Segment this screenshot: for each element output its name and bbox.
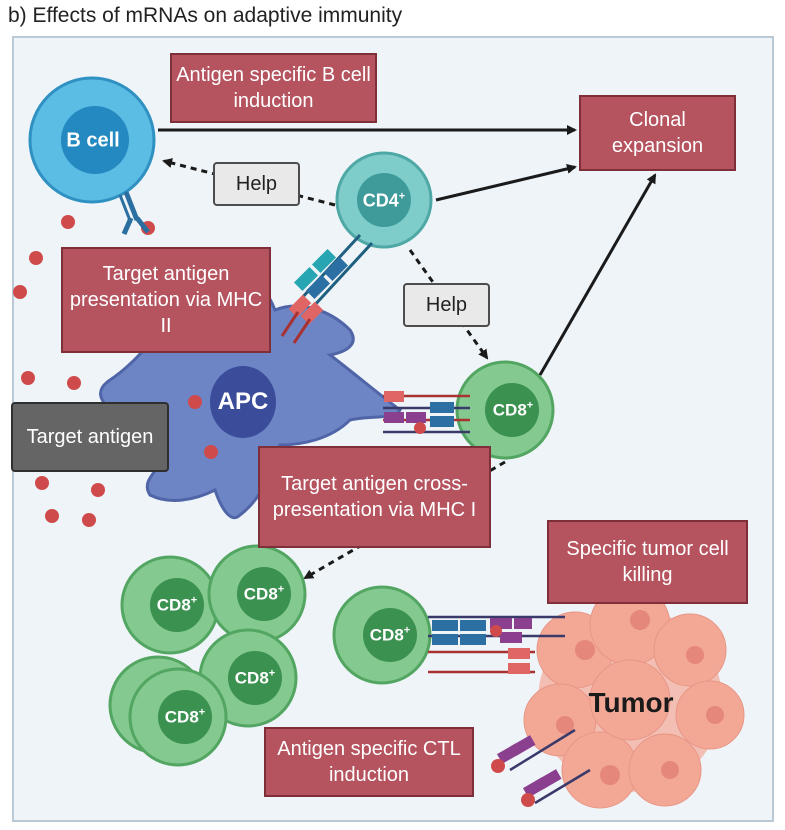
cd8-plus: + [403,624,411,637]
mhc-i-molecules-bottom [491,728,591,807]
cd8-clone-cluster [108,544,307,767]
help-box-bcell: Help [213,162,300,206]
cd8-text: CD8 [243,584,278,604]
cd8-text: CD8 [234,668,269,688]
help-box-cd8: Help [403,283,490,327]
cd8-label-cluster-3: CD8+ [235,668,275,689]
cd8-plus: + [190,594,198,607]
tumor-label: Tumor [588,687,674,718]
cd8-t-cell-apc [455,360,555,460]
mhc-ii-tcr-complex [280,233,374,344]
cd8-label-cluster-1: CD8+ [157,595,197,616]
cd4-label: CD4+ [363,191,405,212]
cd8-label-apc: CD8+ [493,400,533,421]
b-cell-receptor [118,191,150,236]
cd4-plus: + [398,190,406,203]
mhc-i-tcr-complex-apc [383,391,470,434]
apc-label: APC [217,388,269,415]
cd8-text: CD8 [369,625,404,645]
b-cell [28,76,156,236]
cd8-label-cluster-2: CD8+ [244,584,284,605]
cd8-label-tumor: CD8+ [370,625,410,646]
cd8-plus: + [268,667,276,680]
tumor-killing-box: Specific tumor cell killing [547,520,748,604]
mhc-i-cross-presentation-box: Target antigen cross-presentation via MH… [258,446,491,548]
cd8-text: CD8 [492,400,527,420]
mhc-ii-presentation-box: Target antigen presentation via MHC II [61,247,271,353]
cd4-text: CD4 [362,190,399,211]
cd8-label-cluster-4: CD8+ [165,707,205,728]
cd8-plus: + [526,399,534,412]
mhc-i-tcr-complex-tumor [428,615,565,674]
clonal-expansion-box: Clonal expansion [579,95,736,171]
cd8-plus: + [277,583,285,596]
b-cell-label: B cell [66,129,120,152]
cd4-t-cell [335,151,433,249]
figure-title: b) Effects of mRNAs on adaptive immunity [8,4,403,27]
antigen-specific-b-cell-box: Antigen specific B cell induction [170,53,377,123]
cd8-t-cell-tumor [332,585,432,685]
cd8-text: CD8 [164,707,199,727]
target-antigen-box: Target antigen [11,402,169,472]
arrow-cd8-to-clonal [538,173,657,376]
tumor-cell-mass [523,584,745,809]
cd8-text: CD8 [156,595,191,615]
arrow-cd4-to-clonal [435,163,577,202]
ctl-induction-box: Antigen specific CTL induction [264,727,474,797]
cd8-plus: + [198,706,206,719]
